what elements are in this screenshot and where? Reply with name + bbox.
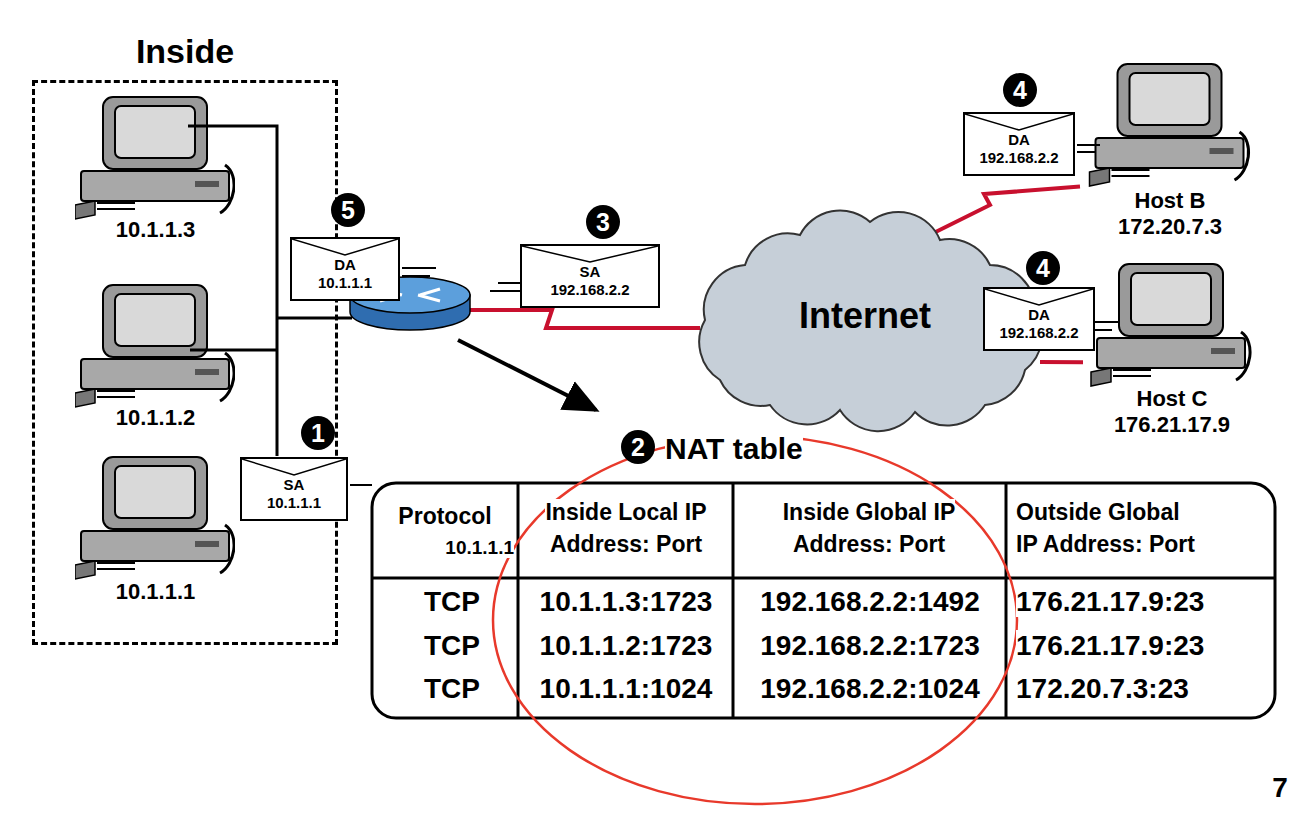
table-cell-holder: TCP [392,586,512,618]
table-cell: 10.1.1.1:1024 [540,673,713,704]
column-header-holder: Inside Global IP Address: Port [744,496,994,560]
pc-node: 10.1.1.2 [68,283,243,431]
table-cell: 10.1.1.2:1723 [540,630,713,661]
pc-node: 10.1.1.1 [68,455,243,605]
column-header-holder: Outside Global IP Address: Port [1016,496,1201,560]
pc-node: 10.1.1.3 [68,95,243,243]
node-label: 10.1.1.1 [116,579,196,605]
table-cell: 192.168.2.2:1492 [760,586,980,617]
page-number-holder: 7 [1262,772,1298,804]
ip-address: 192.168.2.2 [999,324,1078,342]
table-cell: TCP [424,630,480,661]
table-cell-holder: 10.1.1.3:1723 [520,586,732,618]
pc-icon [75,97,234,219]
table-cell: 176.21.17.9:23 [1016,586,1204,617]
table-cell: 172.20.7.3:23 [1016,673,1189,704]
callout-number-holder: 4 [1003,73,1037,107]
node-label: 10.1.1.2 [116,405,196,431]
node-label: Host C [1137,386,1208,412]
callout-number-holder: 2 [621,430,655,464]
table-cell-holder: 176.21.17.9:23 [1016,630,1271,662]
pc-icon [75,285,234,407]
table-cell-holder: 172.20.7.3:23 [1016,673,1271,705]
column-header-holder: Protocol [380,500,510,532]
table-cell: 192.168.2.2:1723 [760,630,980,661]
column-header: Inside Global IP Address: Port [783,499,956,557]
page-number: 7 [1272,772,1288,803]
table-cell: 192.168.2.2:1024 [760,673,980,704]
table-cell-holder: 192.168.2.2:1723 [735,630,1005,662]
callout-number-holder: 5 [331,193,365,227]
packet-envelope: DA192.168.2.2 [983,287,1095,351]
host-node: Host C176.21.17.9 [1083,262,1261,438]
ip-address: 192.168.2.2 [550,281,629,299]
dashed-boundary [32,80,338,645]
column-header: Inside Local IP Address: Port [545,499,706,557]
pc-icon [75,457,234,579]
region-title: Inside [32,32,338,71]
table-cell: 176.21.17.9:23 [1016,630,1204,661]
highlight-ellipse [493,436,1017,804]
callout-number-holder: 1 [301,416,335,450]
wan-link [468,310,700,328]
ip-address: 10.1.1.1 [318,274,372,292]
callout-number: 1 [301,416,335,450]
node-label: Internet [799,295,931,337]
callout-number-holder: 3 [586,205,620,239]
node-label: 10.1.1.3 [116,217,196,243]
node-label: 172.20.7.3 [1118,214,1222,240]
callout-number: 4 [1003,73,1037,107]
ip-address: 10.1.1.1 [267,494,321,512]
table-cell-holder: 192.168.2.2:1024 [735,673,1005,705]
address-type: DA [1008,131,1030,149]
callout-number: 2 [621,430,655,464]
address-type: DA [1028,306,1050,324]
callout-number: 4 [1026,251,1060,285]
pc-icon [1090,64,1249,186]
column-header: Protocol [398,503,491,529]
callout-number: 5 [331,193,365,227]
network-link [921,187,1080,240]
host-node: Host B172.20.7.3 [1080,62,1260,240]
table-cell-holder: 10.1.1.2:1723 [520,630,732,662]
table-cell-holder: TCP [392,673,512,705]
column-header: 10.1.1.1 [445,537,514,558]
motion-lines [350,145,1118,485]
callout-number: 3 [586,205,620,239]
address-type: SA [284,476,305,494]
column-header-holder: Inside Local IP Address: Port [520,496,732,560]
packet-envelope: DA10.1.1.1 [290,237,400,301]
lan-wire [190,349,277,352]
column-header: Outside Global IP Address: Port [1016,499,1195,557]
network-link [1040,360,1083,364]
lan-wire [277,317,352,320]
node-label: Host B [1135,188,1206,214]
inside-region: Inside 10.1.1.3 10.1.1.2 10.1.1.1 [32,28,338,645]
address-type: SA [580,263,601,281]
table-title-holder: NAT table [665,432,885,466]
table-cell-holder: 192.168.2.2:1492 [735,586,1005,618]
column-header-holder: 10.1.1.1 [414,532,514,564]
table-cell: 10.1.1.3:1723 [540,586,713,617]
ip-address: 192.168.2.2 [979,149,1058,167]
packet-envelope: SA192.168.2.2 [520,244,660,308]
packet-envelope: DA192.168.2.2 [963,112,1075,176]
table-cell: TCP [424,673,480,704]
table-cell-holder: 176.21.17.9:23 [1016,586,1271,618]
table-cell-holder: TCP [392,630,512,662]
lan-wire [188,126,277,456]
computer-icons [75,64,1250,579]
pointer-arrow [458,340,596,410]
table-cell: TCP [424,586,480,617]
packet-envelope: SA10.1.1.1 [240,457,348,521]
callout-number-holder: 4 [1026,251,1060,285]
address-type: DA [334,256,356,274]
table-title: NAT table [665,432,803,465]
node-label: 176.21.17.9 [1114,412,1230,438]
table-cell-holder: 10.1.1.1:1024 [520,673,732,705]
pc-icon [1091,264,1250,386]
